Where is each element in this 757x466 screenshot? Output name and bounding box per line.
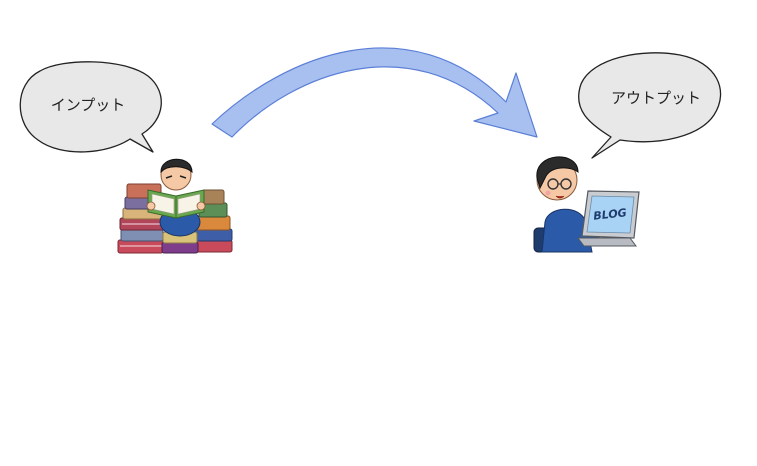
output-bubble-shape bbox=[578, 52, 722, 159]
curved-arrow bbox=[211, 47, 538, 138]
person-reading-books-icon bbox=[117, 158, 233, 254]
laptop-screen-label: BLOG bbox=[593, 206, 628, 222]
output-speech-bubble: アウトプット bbox=[578, 52, 722, 159]
input-bubble-shape bbox=[19, 61, 162, 153]
book-stack-right bbox=[191, 189, 233, 253]
output-bubble-label: アウトプット bbox=[611, 89, 701, 107]
input-bubble-label: インプット bbox=[51, 96, 126, 114]
person-writing-blog-icon: BLOG bbox=[533, 156, 640, 253]
input-speech-bubble: インプット bbox=[19, 61, 162, 153]
curved-arrow-shape bbox=[211, 47, 538, 138]
laptop-screen: BLOG bbox=[581, 190, 640, 239]
